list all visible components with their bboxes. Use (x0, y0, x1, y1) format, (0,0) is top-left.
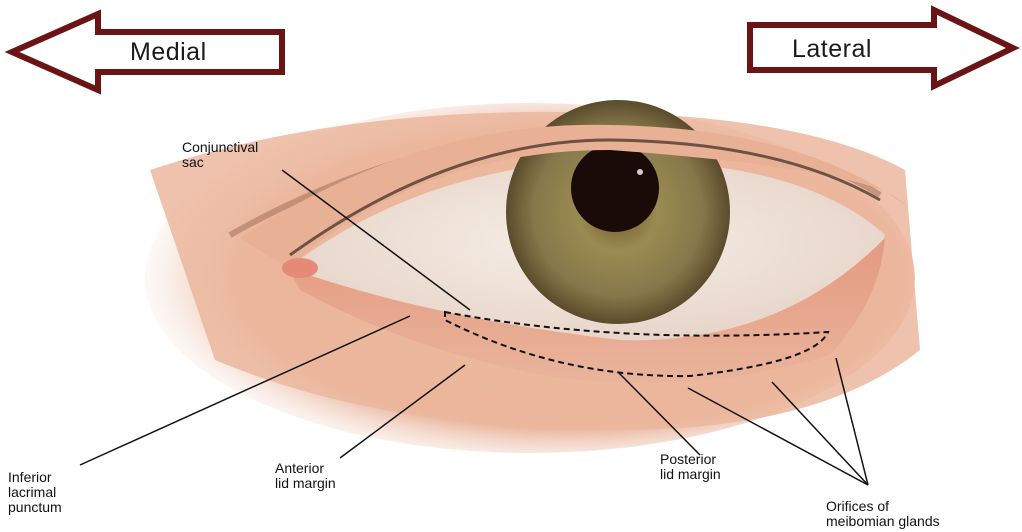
pupil (571, 144, 659, 232)
anterior-lid-margin-label: Anterior lid margin (275, 461, 336, 491)
inferior-lacrimal-punctum-label: Inferior lacrimal punctum (8, 470, 62, 515)
lateral-arrow (750, 10, 1013, 86)
lateral-label: Lateral (792, 35, 872, 64)
caruncle (282, 258, 318, 278)
conjunctival-sac-label: Conjunctival sac (182, 140, 258, 170)
pupil-highlight (637, 169, 643, 175)
orifices-meibomian-glands-label: Orifices of meibomian glands (826, 499, 940, 529)
posterior-lid-margin-label: Posterior lid margin (660, 452, 721, 482)
medial-label: Medial (130, 38, 207, 67)
